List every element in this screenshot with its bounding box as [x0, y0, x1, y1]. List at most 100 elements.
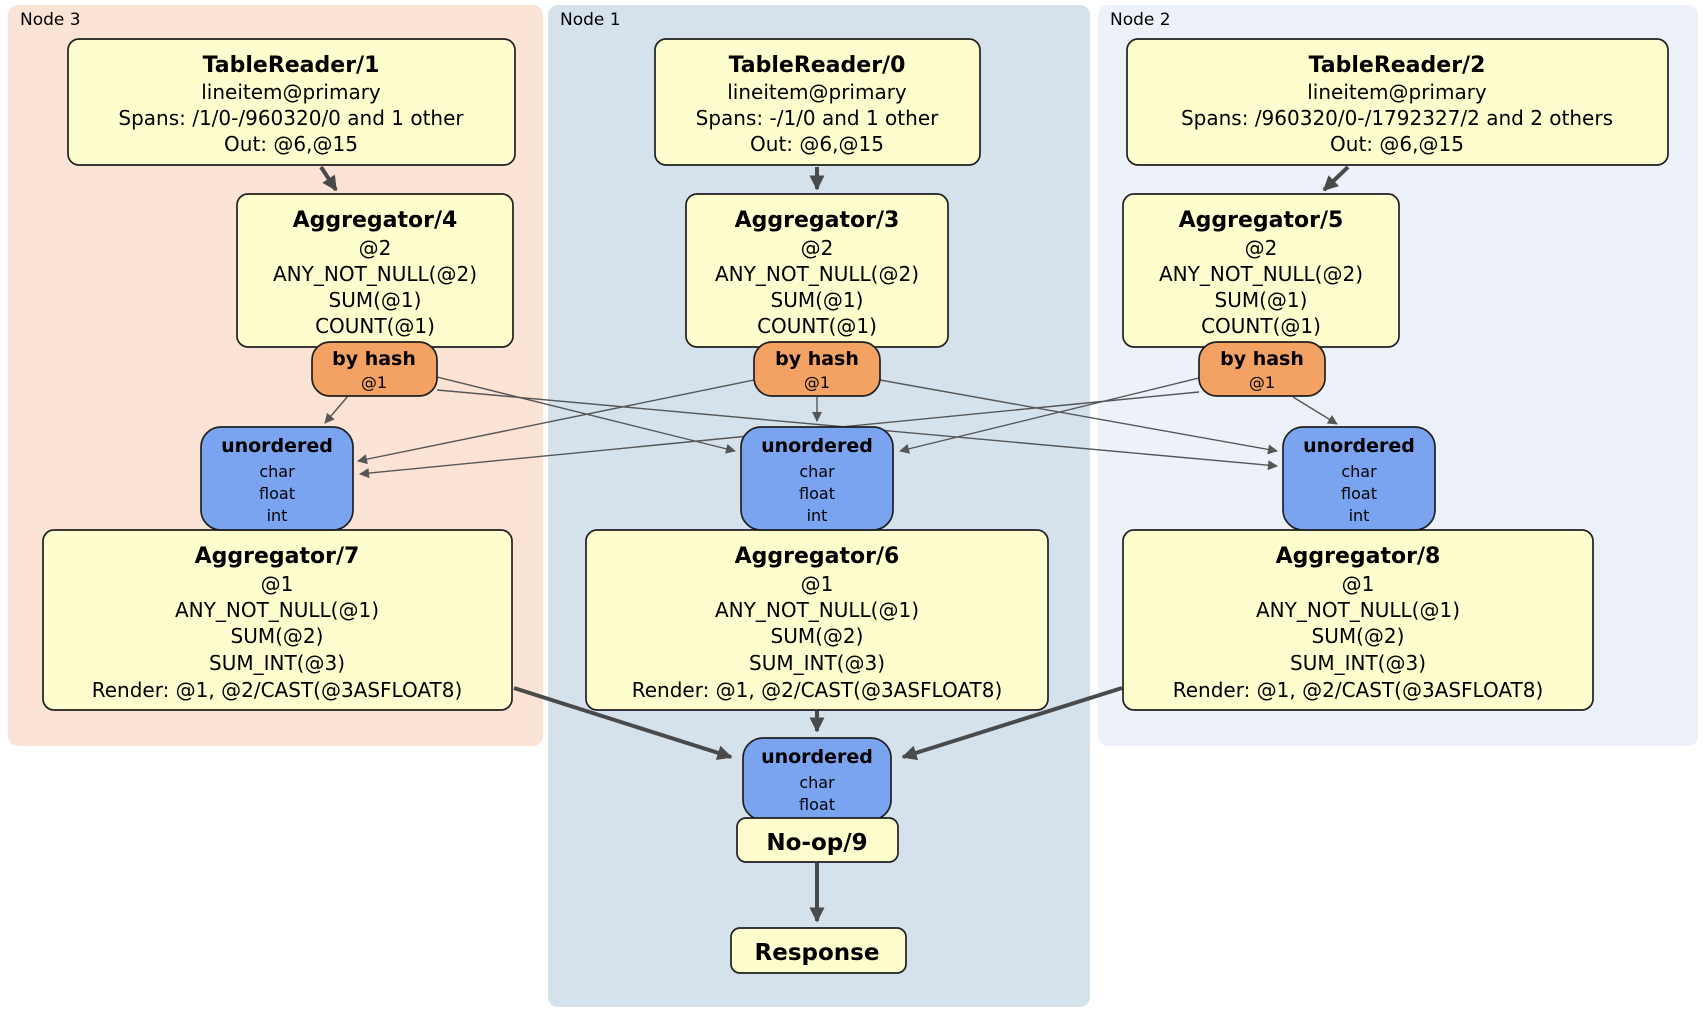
tablereader-2-box: TableReader/2 lineitem@primary Spans: /9…: [1126, 38, 1669, 166]
flow-edge: [1322, 165, 1350, 192]
aggregator-5-line: @2: [1245, 236, 1278, 260]
unordered-sync-final-title: unordered: [761, 746, 873, 768]
aggregator-5-line: ANY_NOT_NULL(@2): [1159, 262, 1363, 286]
response-box: Response: [730, 927, 907, 974]
aggregator-8-line: Render: @1, @2/CAST(@3ASFLOAT8): [1173, 678, 1544, 702]
hash-router-4-title: by hash: [332, 348, 416, 370]
tablereader-0-line: Out: @6,@15: [750, 132, 884, 156]
unordered-sync-3-title: unordered: [221, 435, 333, 457]
tablereader-0-box: TableReader/0 lineitem@primary Spans: -/…: [654, 38, 981, 166]
aggregator-7-line: @1: [261, 572, 294, 596]
flow-edge: [879, 379, 1278, 455]
aggregator-8-line: @1: [1342, 572, 1375, 596]
aggregator-4-box: Aggregator/4 @2 ANY_NOT_NULL(@2) SUM(@1)…: [236, 193, 514, 348]
node3-label: Node 3: [20, 10, 81, 30]
node2-label: Node 2: [1110, 10, 1171, 30]
aggregator-6-line: Render: @1, @2/CAST(@3ASFLOAT8): [632, 678, 1003, 702]
unordered-sync-1-box: unordered char float int: [740, 426, 894, 531]
aggregator-6-line: SUM_INT(@3): [749, 651, 885, 675]
aggregator-6-line: ANY_NOT_NULL(@1): [715, 598, 919, 622]
tablereader-2-line: Spans: /960320/0-/1792327/2 and 2 others: [1181, 106, 1613, 130]
unordered-sync-2-background: [1282, 426, 1436, 531]
aggregator-3-line: COUNT(@1): [757, 314, 877, 338]
hash-router-5-title: by hash: [1220, 348, 1304, 370]
flow-edge: [357, 379, 755, 465]
flow-edge: [513, 686, 733, 761]
aggregator-6-line: SUM(@2): [771, 624, 864, 648]
tablereader-2-line: lineitem@primary: [1307, 80, 1487, 104]
tablereader-1-line: Spans: /1/0-/960320/0 and 1 other: [118, 106, 464, 130]
hash-router-3-line: @1: [804, 373, 830, 392]
unordered-sync-1-line: float: [799, 484, 835, 503]
tablereader-0-title: TableReader/0: [729, 53, 906, 78]
response-title: Response: [755, 940, 880, 966]
aggregator-8-line: SUM_INT(@3): [1290, 651, 1426, 675]
hash-router-3-box: by hash @1: [753, 341, 881, 397]
unordered-sync-2-line: char: [1341, 462, 1377, 481]
aggregator-8-title: Aggregator/8: [1276, 544, 1441, 569]
unordered-sync-final-line: char: [799, 773, 835, 792]
flow-edge: [324, 395, 349, 424]
hash-router-4-line: @1: [361, 373, 387, 392]
aggregator-8-line: SUM(@2): [1312, 624, 1405, 648]
aggregator-4-title: Aggregator/4: [293, 208, 458, 233]
noop-box: No-op/9: [736, 817, 899, 863]
node1-label: Node 1: [560, 10, 621, 30]
aggregator-7-line: SUM_INT(@3): [209, 651, 345, 675]
aggregator-8-box: Aggregator/8 @1 ANY_NOT_NULL(@1) SUM(@2)…: [1122, 529, 1594, 711]
hash-router-4-box: by hash @1: [311, 341, 438, 397]
flow-edge: [1292, 396, 1338, 425]
tablereader-0-background: [654, 38, 981, 166]
noop-title: No-op/9: [766, 830, 867, 856]
aggregator-8-line: ANY_NOT_NULL(@1): [1256, 598, 1460, 622]
aggregator-4-line: COUNT(@1): [315, 314, 435, 338]
flow-edge: [319, 165, 338, 192]
hash-router-5-background: [1198, 341, 1326, 397]
unordered-sync-2-box: unordered char float int: [1282, 426, 1436, 531]
tablereader-1-line: lineitem@primary: [201, 80, 381, 104]
tablereader-0-line: Spans: -/1/0 and 1 other: [696, 106, 939, 130]
unordered-sync-3-line: float: [259, 484, 295, 503]
aggregator-4-line: ANY_NOT_NULL(@2): [273, 262, 477, 286]
hash-router-4-background: [311, 341, 438, 397]
aggregator-7-title: Aggregator/7: [195, 544, 360, 569]
aggregator-7-line: Render: @1, @2/CAST(@3ASFLOAT8): [92, 678, 463, 702]
unordered-sync-final-box: unordered char float: [742, 737, 892, 821]
unordered-sync-1-line: char: [799, 462, 835, 481]
tablereader-2-line: Out: @6,@15: [1330, 132, 1464, 156]
unordered-sync-3-line: int: [267, 506, 288, 525]
unordered-sync-1-background: [740, 426, 894, 531]
aggregator-7-box: Aggregator/7 @1 ANY_NOT_NULL(@1) SUM(@2)…: [42, 529, 513, 711]
main-flow-edges: [319, 165, 1350, 923]
aggregator-7-line: SUM(@2): [231, 624, 324, 648]
aggregator-4-line: @2: [359, 236, 392, 260]
noop-background: [736, 817, 899, 863]
aggregator-5-title: Aggregator/5: [1179, 208, 1344, 233]
unordered-sync-3-background: [200, 426, 354, 531]
unordered-sync-2-title: unordered: [1303, 435, 1415, 457]
aggregator-3-line: @2: [801, 236, 834, 260]
aggregator-6-box: Aggregator/6 @1 ANY_NOT_NULL(@1) SUM(@2)…: [585, 529, 1049, 711]
unordered-sync-3-line: char: [259, 462, 295, 481]
aggregator-5-box: Aggregator/5 @2 ANY_NOT_NULL(@2) SUM(@1)…: [1122, 193, 1400, 348]
unordered-sync-final-line: float: [799, 795, 835, 814]
aggregator-6-line: @1: [801, 572, 834, 596]
aggregator-3-line: ANY_NOT_NULL(@2): [715, 262, 919, 286]
hash-router-5-box: by hash @1: [1198, 341, 1326, 397]
aggregator-4-line: SUM(@1): [329, 288, 422, 312]
flow-edge: [901, 686, 1123, 761]
response-background: [730, 927, 907, 974]
tablereader-2-background: [1126, 38, 1669, 166]
hash-router-3-background: [753, 341, 881, 397]
hash-router-3-title: by hash: [775, 348, 859, 370]
tablereader-1-box: TableReader/1 lineitem@primary Spans: /1…: [67, 38, 516, 166]
aggregator-3-box: Aggregator/3 @2 ANY_NOT_NULL(@2) SUM(@1)…: [685, 193, 949, 348]
aggregator-7-line: ANY_NOT_NULL(@1): [175, 598, 379, 622]
aggregator-5-line: COUNT(@1): [1201, 314, 1321, 338]
unordered-sync-1-line: int: [807, 506, 828, 525]
tablereader-1-line: Out: @6,@15: [224, 132, 358, 156]
unordered-sync-1-title: unordered: [761, 435, 873, 457]
unordered-sync-2-line: float: [1341, 484, 1377, 503]
